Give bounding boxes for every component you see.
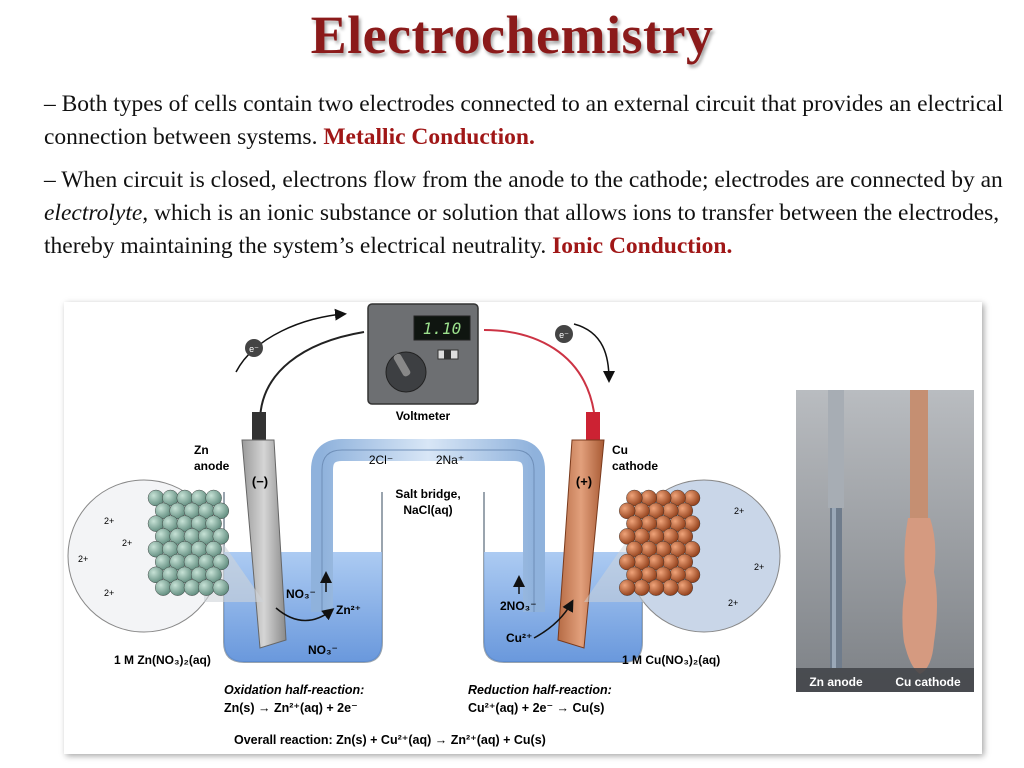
anode-clip (252, 412, 266, 442)
overall-reaction: Overall reaction: Zn(s) + Cu²⁺(aq) → Zn²… (234, 733, 546, 747)
atom (205, 515, 222, 532)
cathode-sign: (+) (576, 474, 592, 489)
reduction-equation: Cu²⁺(aq) + 2e⁻ → Cu(s) (468, 701, 604, 715)
electron-icon-right (555, 325, 573, 343)
atom (212, 502, 230, 520)
atom (212, 579, 230, 596)
bullet2-text: – When circuit is closed, electrons flow… (44, 167, 1003, 193)
copper-atom-lattice (619, 489, 701, 596)
cu-charge-label-2: 2+ (754, 562, 764, 572)
atom (647, 579, 665, 596)
anode-metal-label: Zn (194, 443, 209, 457)
voltmeter: 1.10 (367, 303, 479, 405)
atom (626, 489, 643, 507)
electron-label-left: e⁻ (249, 344, 259, 354)
bullet1-text: – Both types of cells contain two electr… (44, 91, 1004, 150)
atom (205, 566, 222, 583)
bullet2-emphasis: Ionic Conduction. (552, 233, 733, 259)
atom (212, 528, 230, 545)
atom (183, 579, 201, 596)
anode-word-label: anode (194, 459, 230, 473)
atom (212, 553, 230, 571)
atom (205, 489, 222, 507)
electron-label-right: e⁻ (559, 330, 569, 340)
zn-charge-label-2: 2+ (122, 538, 132, 548)
cathode-word-label: cathode (612, 459, 658, 473)
atom (662, 579, 679, 596)
atom (205, 540, 222, 558)
salt-bridge-label: Salt bridge, (395, 487, 460, 501)
anode-sign: (−) (252, 474, 268, 489)
left-nitrate-ion: NO₃⁻ (286, 587, 316, 601)
electron-flow-arrow-right (573, 323, 615, 383)
bullet-ionic-conduction: – When circuit is closed, electrons flow… (44, 164, 1004, 263)
atom (198, 579, 215, 596)
reduction-title: Reduction half-reaction: (468, 683, 612, 697)
atom (619, 502, 636, 520)
atom (154, 579, 172, 596)
bullet2-text-middle: which is an ionic substance or solution … (44, 200, 1000, 259)
atom (169, 579, 186, 596)
copper-electrode (557, 439, 605, 649)
zinc-atom-lattice (147, 489, 230, 596)
cathode-clip (586, 412, 600, 442)
right-solution-label: 1 M Cu(NO₃)₂(aq) (622, 653, 720, 667)
atom (619, 528, 636, 545)
electrode-photo: Zn anode Cu cathode (796, 390, 974, 692)
zn-charge-label-1: 2+ (104, 516, 114, 526)
salt-bridge-formula: NaCl(aq) (403, 503, 452, 517)
oxidation-equation: Zn(s) → Zn²⁺(aq) + 2e⁻ (224, 701, 358, 715)
zinc-electrode (241, 439, 287, 649)
left-zinc-ion: Zn²⁺ (336, 603, 361, 617)
left-solution-label: 1 M Zn(NO₃)₂(aq) (114, 653, 211, 667)
anode-wire (259, 331, 365, 423)
atom (633, 579, 650, 596)
photo-zn-label: Zn anode (809, 675, 863, 689)
electron-flow-arrow-left (235, 308, 347, 373)
galvanic-cell-figure: e⁻ e⁻ 1.10 Voltmeter 2Cl⁻ 2Na⁺ Salt brid… (64, 302, 982, 754)
atom (626, 540, 643, 558)
electron-icon-left (245, 339, 263, 357)
cu-charge-label-1: 2+ (734, 506, 744, 516)
right-nitrate-ion: 2NO₃⁻ (500, 599, 537, 613)
cathode-metal-label: Cu (612, 443, 628, 457)
voltmeter-label: Voltmeter (396, 409, 451, 423)
cathode-wire (483, 329, 595, 413)
bridge-cation-label: 2Na⁺ (436, 453, 464, 467)
bullet-metallic-conduction: – Both types of cells contain two electr… (44, 88, 1004, 154)
oxidation-title: Oxidation half-reaction: (224, 683, 364, 697)
slide-title: Electrochemistry (310, 5, 714, 65)
atom (619, 579, 636, 596)
zn-charge-label-3: 2+ (78, 554, 88, 564)
right-copper-ion: Cu²⁺ (506, 631, 532, 645)
atom (676, 579, 693, 596)
bullet1-emphasis: Metallic Conduction. (323, 124, 535, 150)
zn-charge-label-4: 2+ (104, 588, 114, 598)
cu-charge-label-3: 2+ (728, 598, 738, 608)
left-nitrate-ion-lower: NO₃⁻ (308, 643, 338, 657)
photo-cu-label: Cu cathode (895, 675, 961, 689)
bridge-anion-label: 2Cl⁻ (369, 453, 393, 467)
atom (619, 553, 636, 571)
atom (626, 515, 643, 532)
bullet2-italic: electrolyte, (44, 200, 149, 226)
atom (626, 566, 643, 583)
salt-bridge-outline (321, 449, 535, 612)
voltmeter-reading: 1.10 (423, 319, 462, 338)
